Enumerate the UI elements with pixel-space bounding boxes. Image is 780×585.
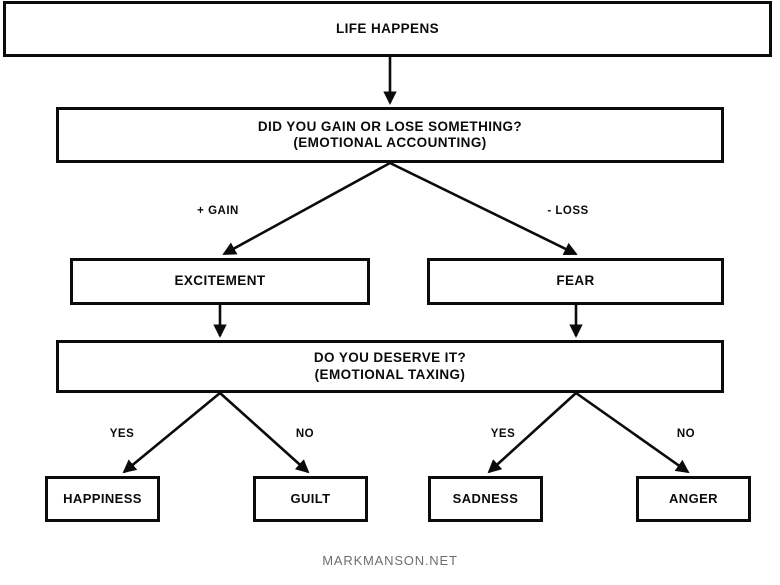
node-life-happens-label: LIFE HAPPENS (335, 20, 440, 36)
node-guilt[interactable]: GUILT (253, 476, 368, 522)
edge-label-no-right: NO (676, 428, 696, 440)
node-sadness[interactable]: SADNESS (428, 476, 543, 522)
connector-question2-to-anger (575, 391, 690, 474)
node-happiness[interactable]: HAPPINESS (45, 476, 160, 522)
edge-label-yes-right: YES (490, 428, 516, 440)
edge-label-no-left: NO (295, 428, 315, 440)
node-fear[interactable]: FEAR (427, 258, 724, 305)
node-question-deserve-it-label: DO YOU DESERVE IT? (EMOTIONAL TAXING) (313, 350, 467, 382)
edge-label-yes-left: YES (109, 428, 135, 440)
node-question-gain-or-lose[interactable]: DID YOU GAIN OR LOSE SOMETHING? (EMOTION… (56, 107, 724, 163)
node-happiness-label: HAPPINESS (63, 491, 142, 507)
node-sadness-label: SADNESS (452, 491, 519, 507)
node-question-deserve-it[interactable]: DO YOU DESERVE IT? (EMOTIONAL TAXING) (56, 340, 724, 393)
footer-attribution: MARKMANSON.NET (322, 553, 458, 568)
node-fear-label: FEAR (556, 273, 595, 289)
edge-label-loss: - LOSS (547, 205, 589, 217)
node-excitement-label: EXCITEMENT (174, 273, 266, 289)
connector-question1-to-excitement (222, 161, 391, 256)
edge-label-gain: + GAIN (197, 205, 239, 217)
connector-question2-to-happiness (122, 391, 221, 474)
node-anger[interactable]: ANGER (636, 476, 751, 522)
node-question-gain-or-lose-label: DID YOU GAIN OR LOSE SOMETHING? (EMOTION… (257, 118, 523, 150)
node-anger-label: ANGER (669, 491, 718, 507)
node-life-happens[interactable]: LIFE HAPPENS (3, 1, 772, 57)
node-excitement[interactable]: EXCITEMENT (70, 258, 370, 305)
node-guilt-label: GUILT (290, 491, 331, 507)
connector-question2-to-guilt (219, 392, 310, 474)
